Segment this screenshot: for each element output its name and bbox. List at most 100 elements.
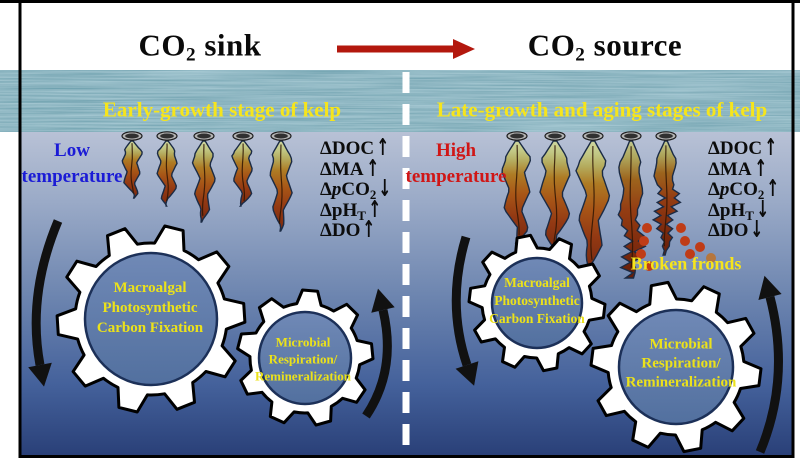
kelp-midrib xyxy=(663,145,668,247)
rotation-arrow-left-inner-head xyxy=(371,288,395,313)
kelp-buoy-center xyxy=(586,133,600,139)
kelp-buoy-center xyxy=(548,133,562,139)
gear-label-line: Remineralization xyxy=(254,368,352,384)
kelp-midrib xyxy=(241,143,245,202)
metrics-list-left: ΔDOC↑ΔMA↑ΔpCO2↓ΔpHT↑ΔDO↑ xyxy=(320,133,392,243)
kelp-blade xyxy=(121,140,143,199)
gear-microbial-right-center xyxy=(617,308,735,426)
broken-frond-particle xyxy=(695,242,705,252)
up-arrow-icon: ↑ xyxy=(753,153,767,182)
co2-sink-title: CO2 sink xyxy=(138,27,261,66)
broken-frond-particle xyxy=(639,236,649,246)
broken-frond-particle xyxy=(636,249,646,259)
metric-text: p xyxy=(331,179,342,200)
metric-text: ΔDOC xyxy=(320,138,375,159)
metric-row: ΔpHT↓ xyxy=(708,195,780,223)
rotation-arrow-right-inner xyxy=(451,235,472,367)
high-temperature-label: High temperature xyxy=(406,138,507,190)
metric-text: ΔDO xyxy=(708,220,749,241)
metric-row: ΔDO↓ xyxy=(708,215,780,243)
broken-frond-particle xyxy=(642,223,652,233)
kelp-groups xyxy=(121,131,716,279)
broken-frond-particle xyxy=(685,249,695,259)
kelp-blade xyxy=(617,140,647,279)
up-arrow-icon: ↑ xyxy=(764,133,778,161)
metric-row: ΔDO↑ xyxy=(320,215,392,243)
kelp-midrib xyxy=(553,145,558,244)
broken-frond-particle xyxy=(680,236,690,246)
kelp-buoy-center xyxy=(197,133,211,139)
up-arrow-icon: ↑ xyxy=(376,133,390,161)
co2-sink-word: sink xyxy=(196,27,262,63)
metric-text: ΔDOC xyxy=(708,138,763,159)
kelp-midrib xyxy=(130,143,135,194)
down-arrow-icon: ↓ xyxy=(378,174,392,202)
figure-frame xyxy=(18,0,795,458)
gear-macroalgal-right-center xyxy=(490,256,584,350)
metric-text: 2 xyxy=(369,186,377,202)
stage-label-left: Early-growth stage of kelp xyxy=(102,97,342,122)
gear-groups xyxy=(55,224,763,454)
kelp-buoy-center xyxy=(274,133,288,139)
metric-text: CO xyxy=(341,179,370,200)
kelp-buoy-center xyxy=(510,133,524,139)
down-arrow-icon: ↓ xyxy=(756,194,769,223)
gear-label-line: Remineralization xyxy=(625,374,737,391)
transition-arrow-head xyxy=(453,39,475,59)
metric-row: ΔDOC↑ xyxy=(320,133,392,161)
rotation-arrow-right-inner-head xyxy=(455,361,479,386)
gear-microbial-left-center xyxy=(257,310,353,406)
metrics-list-right: ΔDOC↑ΔMA↑ΔpCO2↑ΔpHT↓ΔDO↓ xyxy=(708,133,780,243)
metric-text: T xyxy=(745,207,754,223)
gear-label-line: Carbon Fixation xyxy=(489,311,585,326)
metric-row: ΔMA↑ xyxy=(708,154,780,182)
rotation-arrow-left-outer xyxy=(31,219,63,366)
kelp-buoy-center xyxy=(125,133,139,139)
metric-row: ΔpHT↑ xyxy=(320,195,392,223)
low-temp-line1: Low xyxy=(54,140,90,161)
gear-label-microbial-left: Microbial Respiration/ Remineralization xyxy=(255,334,351,385)
metric-text: ΔDO xyxy=(320,220,361,241)
metric-text: T xyxy=(357,207,366,223)
metric-text: 2 xyxy=(757,186,765,202)
kelp-buoy-center xyxy=(236,133,250,139)
broken-frond-particle xyxy=(706,253,716,263)
metric-text: ΔpH xyxy=(708,199,746,221)
gear-label-line: Microbial xyxy=(275,334,331,350)
metric-text: Δ xyxy=(708,179,720,200)
gear-label-line: Respiration/ xyxy=(641,355,721,372)
high-temp-line2: temperature xyxy=(405,166,507,187)
broken-frond-particle xyxy=(644,261,654,271)
co2-source-word: source xyxy=(585,27,683,63)
metric-row: ΔDOC↑ xyxy=(708,133,780,161)
co2-transition-arrow xyxy=(337,39,475,59)
gear-label-line: Carbon Fixation xyxy=(96,320,204,336)
rotation-arrow-left-inner xyxy=(362,308,392,419)
metric-text: ΔMA xyxy=(708,158,752,180)
gear-label-macroalgal-left: Macroalgal Photosynthetic Carbon Fixatio… xyxy=(97,278,203,338)
metric-text: ΔpH xyxy=(320,199,358,221)
gear-label-microbial-right: Microbial Respiration/ Remineralization xyxy=(626,336,737,393)
kelp-buoy-center xyxy=(659,133,673,139)
kelp-midrib xyxy=(165,143,169,202)
stage-label-right: Late-growth and aging stages of kelp xyxy=(436,97,768,122)
broken-fronds-label: Broken fronds xyxy=(630,253,742,274)
co2-sink-base: CO xyxy=(138,27,186,63)
broken-frond-particle xyxy=(676,223,686,233)
rotation-arrow-right-outer-head xyxy=(758,275,782,300)
kelp-midrib xyxy=(590,145,595,261)
gear-label-macroalgal-right: Macroalgal Photosynthetic Carbon Fixatio… xyxy=(489,274,585,328)
gear-macroalgal-left-center xyxy=(83,251,219,387)
high-temp-line1: High xyxy=(435,140,477,161)
sea-surface-texture xyxy=(0,70,800,132)
kelp-blade xyxy=(191,140,216,223)
metric-row: ΔMA↑ xyxy=(320,154,392,182)
gear-label-line: Macroalgal xyxy=(113,280,187,296)
kelp-buoy-center xyxy=(624,133,638,139)
up-arrow-icon: ↑ xyxy=(766,174,780,202)
kelp-midrib xyxy=(629,146,634,268)
metric-row: ΔpCO2↑ xyxy=(708,174,780,202)
co2-sink-subscript: 2 xyxy=(185,44,197,66)
kelp-midrib xyxy=(278,144,283,225)
